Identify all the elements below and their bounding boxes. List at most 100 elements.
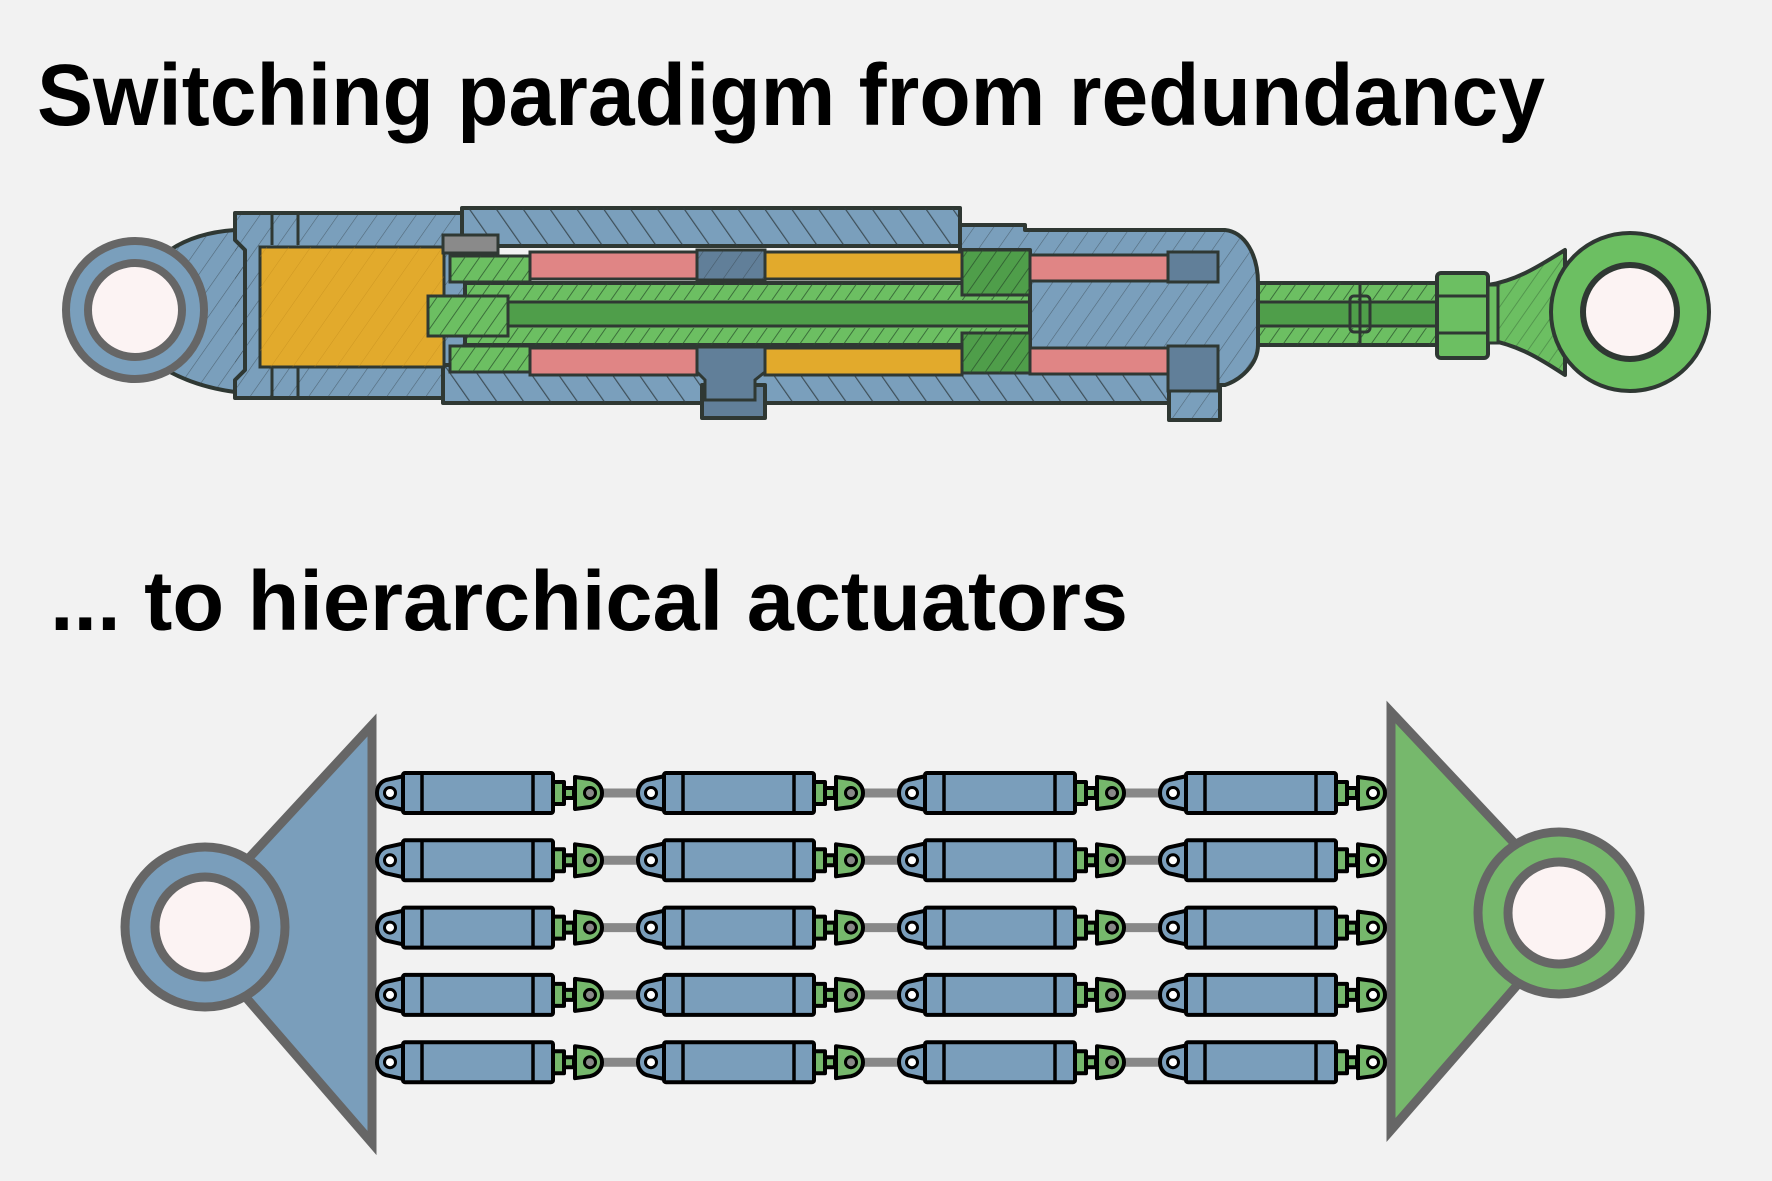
small-actuator xyxy=(897,838,1173,883)
clevis-hole xyxy=(844,920,858,935)
actuator-body xyxy=(1184,838,1338,883)
small-actuator xyxy=(897,1040,1173,1085)
actuator-rod-neck xyxy=(1345,1055,1359,1070)
eye-hole xyxy=(644,853,658,868)
actuator-body xyxy=(662,838,816,883)
clevis-hole xyxy=(1366,1055,1380,1070)
eye-hole xyxy=(905,987,919,1002)
eye-hole xyxy=(644,786,658,800)
monolithic-actuator-diagram xyxy=(62,206,1711,422)
actuator-rod-neck xyxy=(1084,987,1098,1002)
actuator-body xyxy=(923,972,1077,1017)
middle-piston xyxy=(695,248,767,402)
clevis-hole xyxy=(1105,853,1119,868)
small-actuator xyxy=(375,905,651,950)
clevis-hole xyxy=(844,786,858,800)
actuator-rod-neck xyxy=(1345,853,1359,868)
small-actuator xyxy=(1158,771,1387,815)
clevis-hole xyxy=(1105,1055,1119,1070)
actuator-body xyxy=(662,1040,816,1085)
clevis-hole xyxy=(583,1055,597,1070)
clevis-hole xyxy=(583,920,597,935)
eye-hole xyxy=(1166,1055,1180,1070)
actuator-body xyxy=(1184,771,1338,815)
eye-hole xyxy=(383,920,397,935)
small-actuator xyxy=(636,905,912,950)
actuator-row xyxy=(375,1040,1387,1085)
eye-hole xyxy=(1166,853,1180,868)
actuator-rod-neck xyxy=(1345,920,1359,935)
actuator-rod-neck xyxy=(1345,987,1359,1002)
yellow-chamber xyxy=(258,245,964,377)
clevis-hole xyxy=(1366,786,1380,800)
actuator-rod-neck xyxy=(823,987,837,1002)
clevis-hole xyxy=(583,853,597,868)
eye-hole xyxy=(1166,987,1180,1002)
small-actuator xyxy=(636,1040,912,1085)
actuator-rod-neck xyxy=(562,786,576,800)
actuator-body xyxy=(662,771,816,815)
actuator-rod-neck xyxy=(562,1055,576,1070)
small-actuator xyxy=(897,771,1173,815)
eye-hole xyxy=(905,1055,919,1070)
actuator-rod-neck xyxy=(562,853,576,868)
clevis-hole xyxy=(1366,987,1380,1002)
small-actuator xyxy=(375,771,651,815)
actuator-rod-neck xyxy=(562,920,576,935)
clevis-hole xyxy=(1366,920,1380,935)
small-actuator xyxy=(375,972,651,1017)
gray-seal xyxy=(441,233,500,255)
piston-rod xyxy=(428,281,1452,347)
actuator-body xyxy=(923,771,1077,815)
small-actuator xyxy=(375,1040,651,1085)
actuator-grid xyxy=(375,771,1387,1085)
actuator-body xyxy=(401,838,555,883)
eye-hole xyxy=(644,920,658,935)
actuator-body xyxy=(401,905,555,950)
clevis-hole xyxy=(1105,786,1119,800)
actuator-rod-neck xyxy=(823,853,837,868)
green-piston-stack xyxy=(426,248,1032,375)
small-actuator xyxy=(897,972,1173,1017)
small-actuator xyxy=(636,972,912,1017)
eye-hole xyxy=(383,853,397,868)
eye-hole xyxy=(1166,920,1180,935)
hierarchical-actuator-diagram xyxy=(120,700,1645,1156)
eye-hole xyxy=(644,1055,658,1070)
small-actuator xyxy=(1158,905,1387,950)
actuator-rod-neck xyxy=(823,786,837,800)
actuator-rod-neck xyxy=(1345,786,1359,800)
title-top: Switching paradigm from redundancy xyxy=(37,47,1545,144)
actuator-row xyxy=(375,838,1387,883)
actuator-body xyxy=(1184,972,1338,1017)
eye-hole xyxy=(644,987,658,1002)
actuator-row xyxy=(375,905,1387,950)
actuator-body xyxy=(401,1040,555,1085)
actuator-body xyxy=(923,905,1077,950)
right-mount xyxy=(1386,700,1645,1143)
actuator-rod-neck xyxy=(1084,920,1098,935)
clevis-hole xyxy=(844,1055,858,1070)
clevis-hole xyxy=(1105,987,1119,1002)
clevis-hole xyxy=(1366,853,1380,868)
rod-nut xyxy=(1435,271,1500,360)
actuator-body xyxy=(1184,905,1338,950)
small-actuator xyxy=(636,838,912,883)
small-actuator xyxy=(1158,972,1387,1017)
eye-hole xyxy=(383,987,397,1002)
small-actuator xyxy=(636,771,912,815)
actuator-rod-neck xyxy=(1084,786,1098,800)
actuator-body xyxy=(923,1040,1077,1085)
actuator-rod-neck xyxy=(823,1055,837,1070)
actuator-body xyxy=(401,771,555,815)
actuator-rod-neck xyxy=(823,920,837,935)
eye-hole xyxy=(383,1055,397,1070)
actuator-body xyxy=(923,838,1077,883)
clevis-hole xyxy=(583,987,597,1002)
clevis-hole xyxy=(1105,920,1119,935)
actuator-rod-neck xyxy=(1084,1055,1098,1070)
eye-hole xyxy=(1166,786,1180,800)
small-actuator xyxy=(375,838,651,883)
eye-hole xyxy=(905,853,919,868)
